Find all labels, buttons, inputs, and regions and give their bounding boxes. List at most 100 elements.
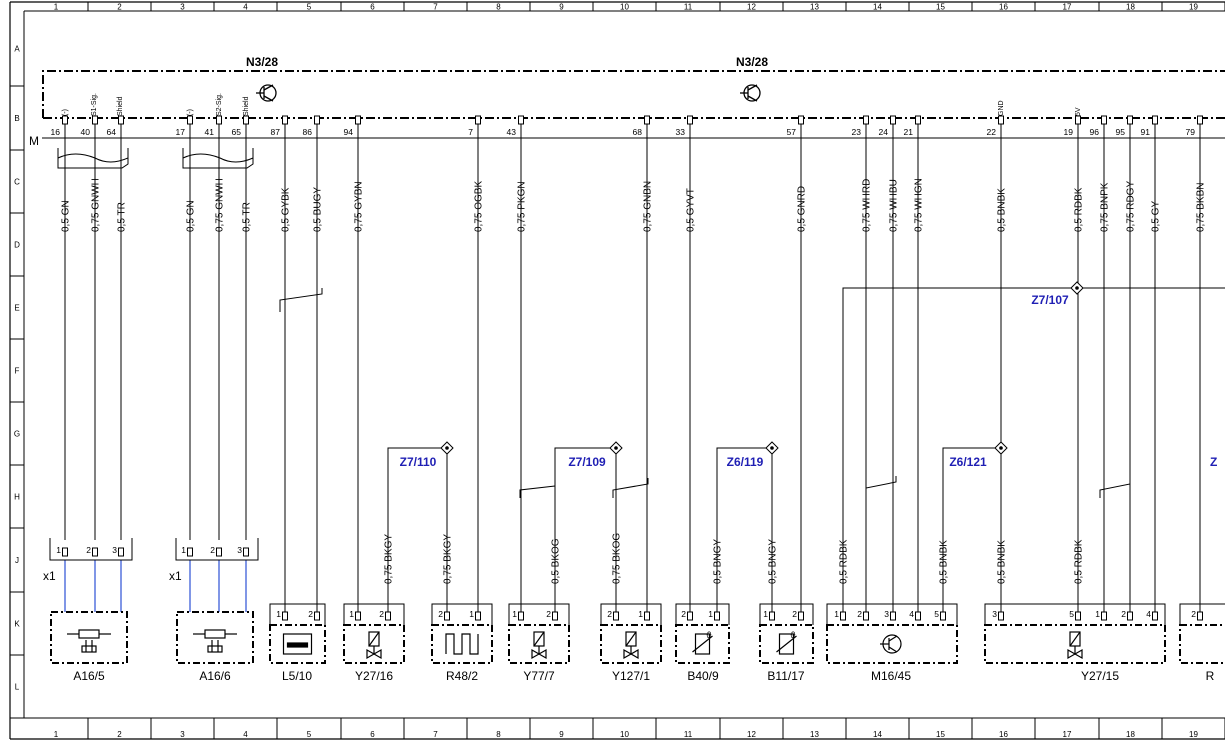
pin-label: 68 [633,127,643,137]
pin-label: 21 [904,127,914,137]
wire-label: 0,5 GN [61,200,72,232]
grid-column-label: 13 [810,730,819,739]
component-pin-label: 2 [681,609,686,619]
component-pin-label: 1 [469,609,474,619]
connector-label: Z6/119 [727,455,764,469]
signal-label-gnd: GND [998,100,1005,116]
grid-row-label: F [15,367,20,376]
grid-column-label: 3 [180,3,185,12]
plug-pin-label: 3 [237,545,242,555]
motor-icon [880,634,902,654]
component-pin-label: 1 [1095,609,1100,619]
signal-label-s1: S1-Sig. [91,93,98,116]
pin-label: 33 [676,127,686,137]
connector-z6-119: Z6/119 [716,441,779,520]
temperature-sensor-icon: ϑ [692,630,713,655]
pin-label: 16 [51,127,61,137]
pin-label: 40 [81,127,91,137]
component-pin-label: 5 [934,609,939,619]
grid-column-label: 10 [620,730,629,739]
pin-24: 24 [879,115,896,138]
connector-label: Z7/110 [400,455,437,469]
grid-column-label: 6 [370,730,375,739]
component-label: A16/5 [73,669,105,683]
wire-label: 0,75 BKGY [443,534,454,584]
transistor-icon [740,84,761,102]
ground-label: M [29,134,39,148]
component-label: A16/6 [199,669,231,683]
heater-icon [445,633,479,655]
component-pin-label: 3 [884,609,889,619]
pin-21: 21 [904,115,921,138]
wire-label: 0,5 BNBK [939,540,950,584]
pin-label: 87 [271,127,281,137]
grid-column-label: 1 [54,730,59,739]
signal-label-5v: 5V [1075,107,1082,116]
grid-column-label: 19 [1189,730,1198,739]
wire-label: 0,5 GYBK [281,187,292,232]
component-pin-label: 1 [349,609,354,619]
pin-label: 64 [107,127,117,137]
wire-label: 0,5 GNRD [797,186,808,232]
pin-17: 17 [176,115,193,138]
connector-label-cut: Z [1210,455,1217,469]
pin-57: 57 [787,115,804,138]
control-unit-label-right: N3/28 [736,55,768,69]
grid-column-label: 5 [307,730,312,739]
pin-79: 79 [1186,115,1203,138]
connector-label: Z7/107 [1031,293,1069,307]
grid-column-label: 10 [620,3,629,12]
pin-label: 24 [879,127,889,137]
grid-column-label: 8 [496,730,501,739]
grid-column-label: 11 [684,3,693,12]
pin-43: 43 [507,115,524,138]
wire-label: 0,5 BKOG [551,538,562,584]
component-pin-label: 2 [546,609,551,619]
signal-label-shield-left: Shield [117,96,124,116]
grid-column-label: 15 [936,3,945,12]
pin-95: 95 [1116,115,1133,138]
pin-64: 64 [107,115,124,138]
grid-row-label: H [14,493,20,502]
component-pin-label: 1 [763,609,768,619]
grid-column-label: 9 [559,730,564,739]
transistor-icon [256,84,277,102]
plug-pin-label: 1 [181,545,186,555]
grid-column-label: 12 [747,3,756,12]
signal-label-s2: S2-Sig. [216,93,223,116]
plug-pin-label: 3 [112,545,117,555]
solenoid-valve-icon [531,631,547,660]
wire-label: 0,75 RDGY [1126,181,1137,232]
grid-column-label: 5 [307,3,312,12]
pin-label: 94 [344,127,354,137]
pin-40: 40 [81,115,98,138]
pin-87: 87 [271,115,288,138]
shield-break-marker [279,288,1131,498]
pin-86: 86 [303,115,320,138]
knock-sensor-icon [193,629,237,653]
component-pin-label: 3 [992,609,997,619]
grid-column-label: 16 [999,730,1008,739]
component-pin-label: 4 [909,609,914,619]
solenoid-valve-icon [623,631,639,660]
grid-row-label: E [14,304,19,313]
component-pin-label: 1 [512,609,517,619]
wire-label: 0,5 BNGY [768,539,779,584]
pin-label: 22 [987,127,997,137]
grid-column-label: 2 [117,730,122,739]
grid-column-label: 14 [873,730,882,739]
wire-label: 0,5 BUGY [313,187,324,232]
grid-column-label: 4 [243,3,248,12]
wires [64,138,1201,612]
component-label: R [1206,669,1215,683]
